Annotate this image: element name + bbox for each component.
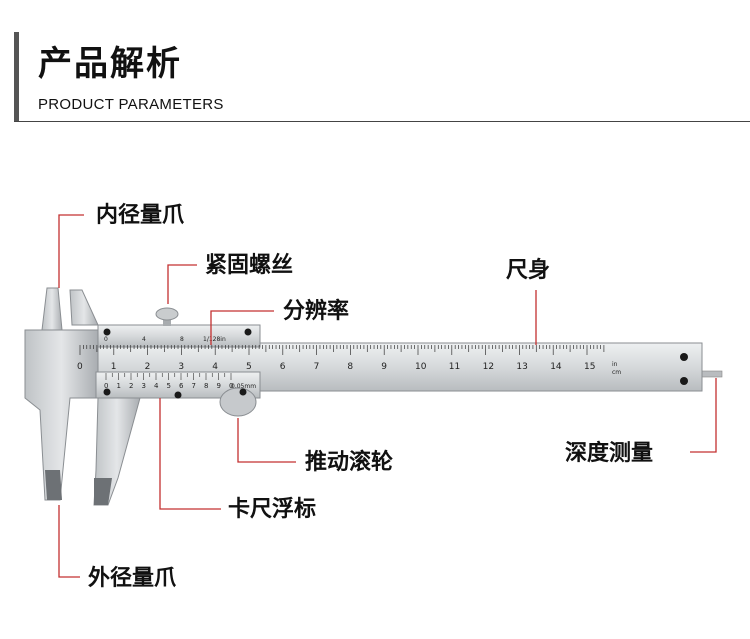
outer-jaw-tip xyxy=(45,470,62,500)
cm-tick-label: 1 xyxy=(111,362,117,372)
cm-tick-label: 3 xyxy=(178,362,184,372)
vernier-tick-label: 1 xyxy=(117,382,121,390)
lock-screw-head xyxy=(155,307,179,321)
cm-tick-label: 6 xyxy=(280,362,286,372)
leader-depth xyxy=(690,378,717,453)
vernier-tick-label: 5 xyxy=(167,382,171,390)
vernier-tick-label: 7 xyxy=(192,382,196,390)
leader-vernier xyxy=(159,398,221,510)
vernier-tick-label: 8 xyxy=(204,382,208,390)
header-accent-bar xyxy=(14,32,19,122)
vernier-unit-label: 0.05mm xyxy=(231,383,256,390)
cm-tick-label: 14 xyxy=(550,362,562,372)
label-depth: 深度测量 xyxy=(565,441,654,466)
cm-tick-label: 4 xyxy=(212,362,218,372)
cm-tick-label: 9 xyxy=(381,362,387,372)
leader-resolution xyxy=(210,310,274,345)
thumb-wheel xyxy=(219,387,257,417)
unit-in-label: in xyxy=(612,361,618,368)
vernier-scale-ticks xyxy=(105,373,232,380)
vernier-tick-label: 9 xyxy=(217,382,221,390)
cm-tick-label: 2 xyxy=(145,362,151,372)
page-title: 产品解析 xyxy=(38,44,182,84)
header-divider xyxy=(14,121,750,122)
vernier-tick-label: 0 xyxy=(229,382,233,390)
inner-jaw-fixed xyxy=(41,287,63,331)
depth-rod xyxy=(699,370,723,378)
vernier-tick-label: 0 xyxy=(104,382,108,390)
vernier-tick-label: 4 xyxy=(154,382,159,390)
cm-tick-label: 8 xyxy=(347,362,353,372)
cm-tick-label: 0 xyxy=(77,362,83,372)
vernier-tick-label: 6 xyxy=(179,382,184,390)
unit-cm-label: cm xyxy=(612,369,621,376)
cm-tick-label: 13 xyxy=(516,362,527,372)
label-vernier: 卡尺浮标 xyxy=(228,497,317,522)
label-main-scale: 尺身 xyxy=(506,258,551,283)
vernier-top-mark: 8 xyxy=(180,336,184,343)
label-inner-jaw: 内径量爪 xyxy=(96,203,185,228)
cm-tick-label: 12 xyxy=(483,362,494,372)
cm-tick-label: 10 xyxy=(415,362,427,372)
label-thumb-wheel: 推动滚轮 xyxy=(305,450,394,475)
vernier-top-mark: 0 xyxy=(104,336,108,343)
vernier-top-mark: 4 xyxy=(142,336,146,343)
vernier-tick-label: 3 xyxy=(142,382,146,390)
resolution-mark: 1/128in xyxy=(203,336,226,343)
rivets xyxy=(103,328,688,399)
label-outer-jaw: 外径量爪 xyxy=(88,566,177,591)
label-resolution: 分辨率 xyxy=(283,299,350,324)
leader-inner-jaw xyxy=(58,214,84,288)
cm-tick-label: 5 xyxy=(246,362,252,372)
leader-outer-jaw xyxy=(58,505,80,578)
vernier-tick-label: 2 xyxy=(129,382,133,390)
leader-thumb-wheel xyxy=(237,418,296,463)
fixed-jaw-body xyxy=(24,329,99,501)
label-lock-screw: 紧固螺丝 xyxy=(205,253,294,278)
page-subtitle: PRODUCT PARAMETERS xyxy=(38,96,224,113)
cm-tick-label: 11 xyxy=(449,362,460,372)
moving-jaw-tip xyxy=(94,478,112,505)
cm-tick-label: 7 xyxy=(314,362,320,372)
leader-lines xyxy=(58,214,717,578)
inner-jaw-moving xyxy=(69,289,99,326)
cm-tick-label: 15 xyxy=(584,362,595,372)
vernier-slider-top xyxy=(97,324,261,348)
main-scale-ticks xyxy=(79,345,605,355)
leader-lock-screw xyxy=(167,264,197,304)
lock-screw-stem xyxy=(163,318,171,326)
